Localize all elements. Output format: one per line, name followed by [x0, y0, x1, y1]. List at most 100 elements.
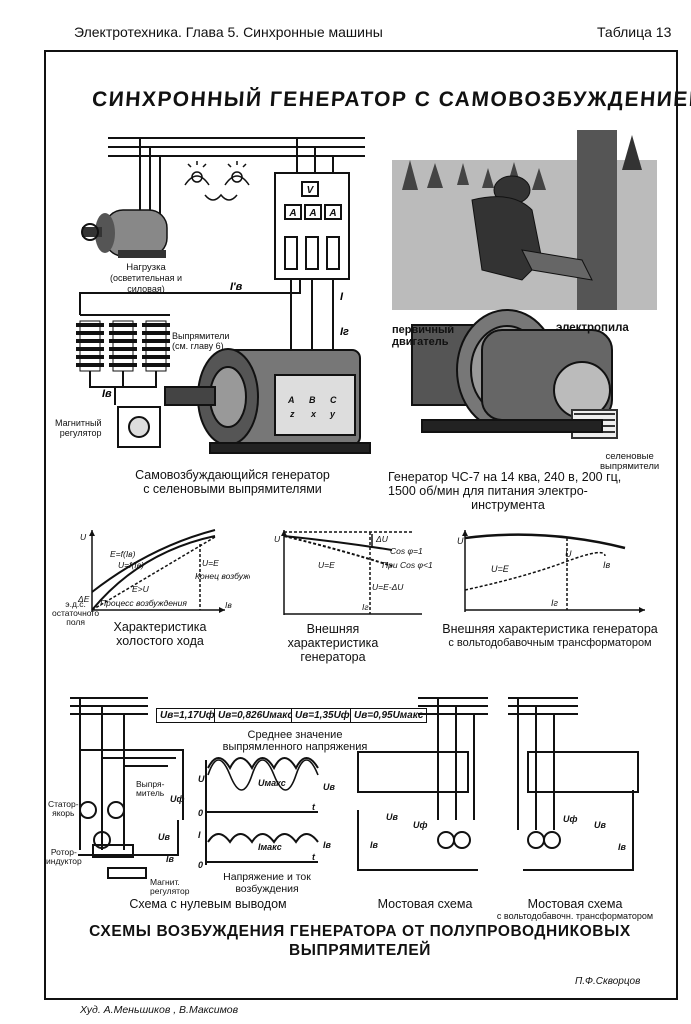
rectifier-label-2: митель [136, 788, 165, 798]
excitation-process-label: Процесс возбуждения [100, 598, 187, 608]
curve-e-label: E=f(Iв) [110, 549, 136, 559]
svg-text:Uв: Uв [323, 782, 335, 792]
u-label: U [565, 549, 572, 559]
svg-text:Iг: Iг [340, 326, 349, 338]
graph3-caption-2: с вольтодобавочным трансформатором [448, 637, 652, 649]
avg-voltage-label: Среднее значение [247, 729, 343, 741]
engine-label-2: двигатель [392, 336, 449, 348]
load-sub-label: (осветительная и силовая) [109, 273, 183, 294]
motor-load-icon [81, 209, 168, 258]
generator-machine [164, 348, 371, 454]
equilibrium-label: U=E [202, 558, 219, 568]
umax-label: Uмакс [258, 778, 286, 788]
poster-frame [44, 50, 678, 1000]
end-excitation-label: Конец возбуждения [195, 571, 250, 581]
stator-label: Статор- [48, 799, 79, 809]
svg-text:y: y [329, 409, 336, 419]
magnetic-regulator [117, 406, 161, 448]
poster-title: СИНХРОННЫЙ ГЕНЕРАТОР С САМОВОЗБУЖДЕНИЕМ [91, 88, 691, 111]
generator-spec-line-1: Генератор ЧС-7 на 14 ква, 240 в, 200 гц, [388, 470, 622, 484]
bottom-title-2: ВЫПРЯМИТЕЛЕЙ [288, 942, 431, 959]
rectifiers-sub-label: (см. главу 6) [172, 341, 224, 351]
graph2-caption-2: характеристика [287, 636, 379, 650]
delta-u-label: ΔU [375, 534, 389, 544]
rotor-label-2: индуктор [46, 856, 82, 866]
cos-phi-lt1-label: При Cos φ<1 [382, 560, 433, 570]
y-axis-label: U [457, 536, 464, 546]
book-header: Электротехника. Глава 5. Синхронные маши… [74, 24, 383, 40]
no-load-characteristic-graph: U Iв E=f(Iв) U=f(Iв) U=E Конец возбужден… [77, 529, 250, 613]
svg-text:0: 0 [198, 808, 203, 818]
svg-text:Uф: Uф [170, 794, 184, 804]
svg-text:Iв: Iв [323, 840, 332, 850]
selenium-label-2: выпрямители [600, 461, 660, 472]
residual-label-3: поля [66, 617, 85, 627]
wave-caption: Напряжение и ток [223, 871, 311, 883]
graph1-caption-2: холостого хода [116, 634, 204, 648]
svg-text:I: I [198, 830, 201, 840]
svg-text:B: B [309, 395, 316, 405]
load-current-label: Iг [551, 598, 559, 608]
selenium-label: селеновые [605, 451, 654, 462]
svg-text:Iв: Iв [102, 388, 112, 400]
svg-text:Iв: Iв [370, 840, 379, 850]
ammeter-label: A [328, 208, 336, 219]
u-e-label: U=E [318, 560, 335, 570]
svg-text:Iв: Iв [618, 842, 627, 852]
author-signature: П.Ф.Скворцов [575, 976, 641, 987]
voltmeter-label: V [307, 185, 315, 196]
y-axis-label: U [274, 534, 281, 544]
wave-caption-2: возбуждения [235, 883, 299, 895]
e-gt-u-label: E>U [132, 584, 150, 594]
control-panel [274, 172, 350, 280]
svg-text:A: A [287, 395, 295, 405]
booster-characteristic-graph: U U U=E Iв Iг [457, 530, 645, 613]
engine-generator-unit [411, 309, 618, 439]
u-e-label: U=E [491, 564, 510, 574]
graph2-caption-1: Внешняя [306, 622, 360, 636]
saw-label: электропила [556, 322, 629, 334]
svg-text:Iв: Iв [166, 854, 175, 864]
residual-label-2: остаточного [52, 608, 100, 618]
formula-box: Uв=1,17Uф [156, 708, 219, 723]
graph2-caption-3: генератора [300, 650, 366, 664]
svg-text:Uв: Uв [158, 832, 170, 842]
graph3-caption-1: Внешняя характеристика генератора [442, 622, 658, 636]
cos-phi-1-label: Cos φ=1 [390, 546, 423, 556]
delta-e-label: ΔE [77, 594, 90, 604]
generator-spec-line-3: инструмента [471, 498, 545, 512]
external-characteristic-graph: U ΔU Cos φ=1 При Cos φ<1 U=E U=E-ΔU Iг 0 [274, 530, 433, 615]
svg-text:Uф: Uф [563, 814, 577, 824]
zero-lead-caption: Схема с нулевым выводом [129, 897, 287, 911]
svg-text:0: 0 [198, 860, 203, 870]
x-axis-label: Iв [225, 600, 232, 610]
excitation-current-label: Iв [603, 560, 611, 570]
svg-text:I'в: I'в [230, 281, 243, 293]
curve-u-label: U=f(Iв) [118, 560, 144, 570]
bridge-caption: Мостовая схема [377, 897, 473, 911]
y-axis-label: U [80, 532, 87, 542]
svg-text:t: t [312, 852, 316, 862]
rotor-label: Ротор- [50, 847, 77, 857]
residual-label: э.д.с. [65, 599, 86, 609]
graph1-caption-1: Характеристика [113, 620, 207, 634]
generator-spec-line-2: 1500 об/мин для питания электро- [388, 484, 588, 498]
load-current-label: Iг [362, 602, 369, 612]
ammeter-label: A [308, 208, 316, 219]
lamp-icon [184, 161, 250, 201]
svg-text:x: x [310, 409, 317, 419]
booster-bridge-subcaption: с вольтодобавочн. трансформатором [496, 911, 654, 921]
rectifier-label: Выпря- [136, 779, 165, 789]
stator-label-2: якорь [52, 808, 75, 818]
svg-text:z: z [289, 409, 295, 419]
svg-text:U: U [198, 774, 205, 784]
top-left-caption-2: с селеновыми выпрямителями [143, 482, 322, 496]
regulator-label: Магнитный [55, 418, 102, 428]
regulator-label-2: регулятор [150, 886, 190, 896]
svg-text:I: I [340, 291, 344, 303]
imax-label: Iмакс [258, 842, 282, 852]
regulator-label: Магнит. [150, 877, 180, 887]
booster-bridge-caption: Мостовая схема [527, 897, 623, 911]
